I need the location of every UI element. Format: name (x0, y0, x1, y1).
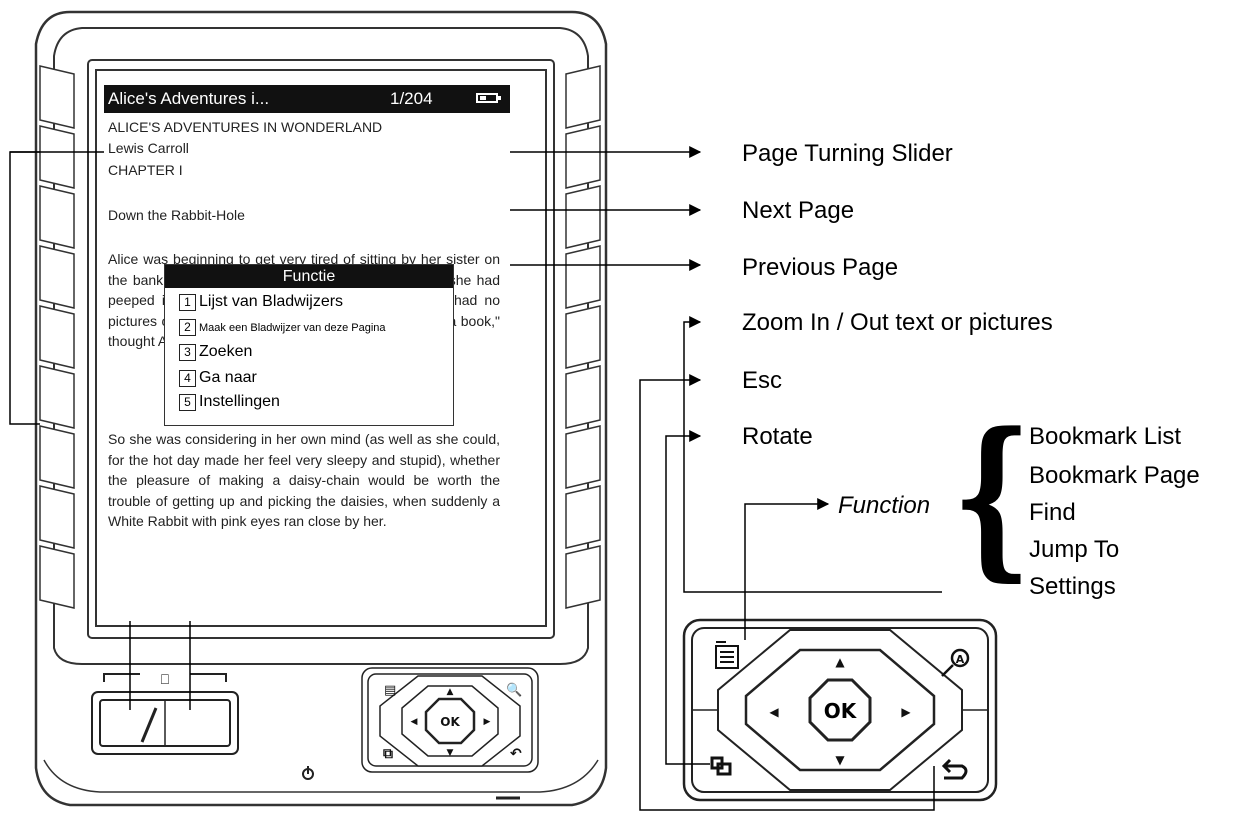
function-item-bookmark-list: Bookmark List (1029, 423, 1182, 450)
page-indicator: 1/204 (390, 89, 433, 108)
svg-text:⎕: ⎕ (161, 672, 169, 688)
callout-previous-page: Previous Page (742, 254, 899, 281)
book-heading: ALICE'S ADVENTURES IN WONDERLAND (108, 119, 383, 135)
device-dpad[interactable] (361, 667, 539, 773)
dpad-ok-label: OK (824, 699, 858, 723)
svg-text:▼: ▼ (447, 748, 454, 758)
svg-text:↶: ↶ (510, 746, 522, 762)
left-grip (39, 65, 75, 609)
popup-item-number: 5 (179, 393, 196, 411)
function-item-settings: Settings (1029, 573, 1116, 600)
left-arrow-icon: ◀ (769, 705, 779, 719)
right-arrow-icon: ▶ (901, 705, 911, 719)
zoom-icon[interactable]: A (941, 648, 970, 677)
popup-item-number: 4 (179, 369, 196, 387)
svg-text:◀: ◀ (411, 717, 418, 727)
function-item-bookmark-page: Bookmark Page (1029, 462, 1200, 489)
menu-icon[interactable] (715, 641, 739, 669)
popup-item-number: 3 (179, 343, 196, 361)
svg-text:⧉: ⧉ (383, 746, 393, 762)
device-ok-label: OK (440, 715, 460, 729)
page-slider[interactable] (91, 673, 239, 755)
right-grip (565, 65, 601, 609)
dpad-ok-button[interactable]: OK (824, 699, 858, 723)
book-chapter: CHAPTER I (108, 162, 183, 178)
dpad-arrows[interactable]: ▲ ▼ ◀ ▶ (769, 655, 911, 767)
up-arrow-icon: ▲ (835, 655, 845, 669)
book-chapter-title: Down the Rabbit-Hole (108, 207, 245, 223)
svg-text:▤: ▤ (384, 683, 396, 698)
callout-function: Function (838, 492, 931, 519)
rotate-icon[interactable] (710, 756, 732, 776)
popup-item-label: Maak een Bladwijzer van deze Pagina (199, 321, 386, 334)
down-arrow-icon: ▼ (835, 753, 845, 767)
svg-text:▲: ▲ (447, 687, 454, 697)
device-dpad-glyphs: OK ▲ ▼ ◀ ▶ ▤ 🔍 ⧉ ↶ (383, 681, 522, 762)
callout-esc: Esc (742, 367, 783, 394)
book-paragraph-2: So she was considering in her own mind (… (108, 431, 500, 529)
function-item-find: Find (1029, 499, 1076, 526)
reader-title-bar: Alice's Adventures i... 1/204 (104, 85, 510, 113)
function-brace: { (952, 394, 1032, 597)
function-item-jump-to: Jump To (1029, 536, 1120, 563)
popup-title: Functie (165, 265, 453, 288)
device-body (34, 10, 608, 807)
popup-item-label: Ga naar (199, 369, 257, 386)
popup-item-number: 2 (179, 319, 196, 337)
reader-screen: Alice's Adventures i... 1/204 ALICE'S AD… (104, 81, 510, 621)
callout-rotate: Rotate (742, 423, 813, 450)
callout-page-turning-slider: Page Turning Slider (742, 140, 953, 167)
popup-item-label: Lijst van Bladwijzers (199, 293, 344, 310)
battery-icon (476, 93, 501, 103)
callout-next-page: Next Page (742, 197, 855, 224)
popup-item-number: 1 (179, 293, 196, 311)
power-icon[interactable] (302, 766, 314, 780)
book-icon: ⎕ (161, 672, 169, 688)
callout-zoom: Zoom In / Out text or pictures (742, 309, 1053, 336)
svg-text:A: A (956, 653, 965, 666)
svg-text:🔍: 🔍 (506, 681, 522, 698)
popup-item-label: Instellingen (199, 393, 280, 410)
dpad-detail (682, 618, 998, 802)
book-title: Alice's Adventures i... (108, 89, 270, 108)
svg-text:▶: ▶ (484, 717, 491, 727)
back-icon[interactable] (941, 758, 968, 780)
book-author: Lewis Carroll (108, 140, 189, 156)
popup-item-label: Zoeken (199, 343, 253, 360)
